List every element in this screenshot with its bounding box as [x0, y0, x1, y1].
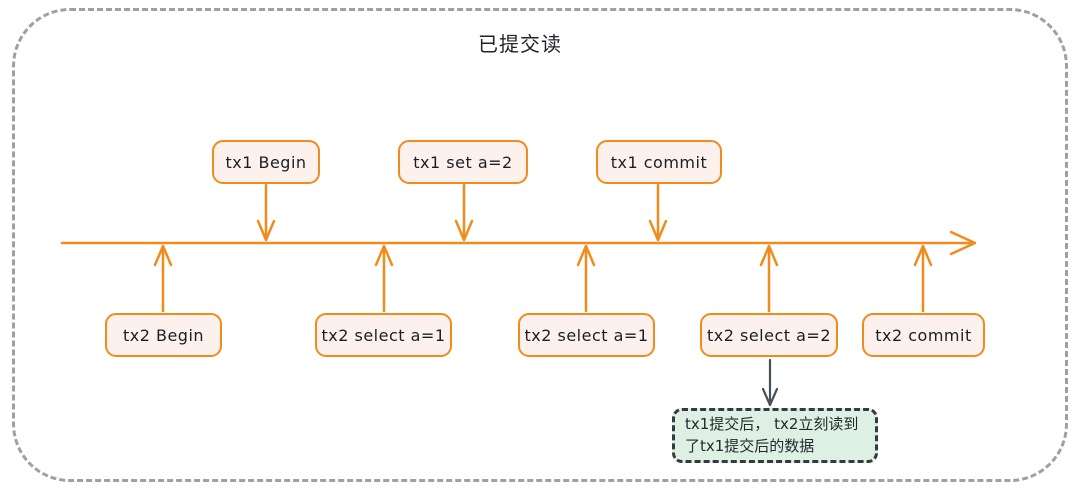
event-box-tx1-commit: tx1 commit	[596, 140, 722, 184]
event-box-tx2-select-1: tx2 select a=1	[315, 313, 452, 357]
event-box-tx2-begin: tx2 Begin	[105, 313, 222, 357]
event-box-tx2-select-2: tx2 select a=1	[518, 313, 655, 357]
diagram-frame	[12, 8, 1068, 482]
event-box-tx1-begin: tx1 Begin	[212, 140, 320, 184]
note-line-2: 了tx1提交后的数据	[685, 436, 815, 455]
event-box-tx2-commit: tx2 commit	[862, 313, 985, 357]
event-box-tx1-set: tx1 set a=2	[398, 140, 528, 184]
note-box: tx1提交后， tx2立刻读到 了tx1提交后的数据	[672, 408, 878, 463]
note-line-1: tx1提交后， tx2立刻读到	[685, 414, 859, 433]
event-box-tx2-select-3: tx2 select a=2	[700, 313, 838, 357]
diagram-title: 已提交读	[478, 32, 562, 56]
